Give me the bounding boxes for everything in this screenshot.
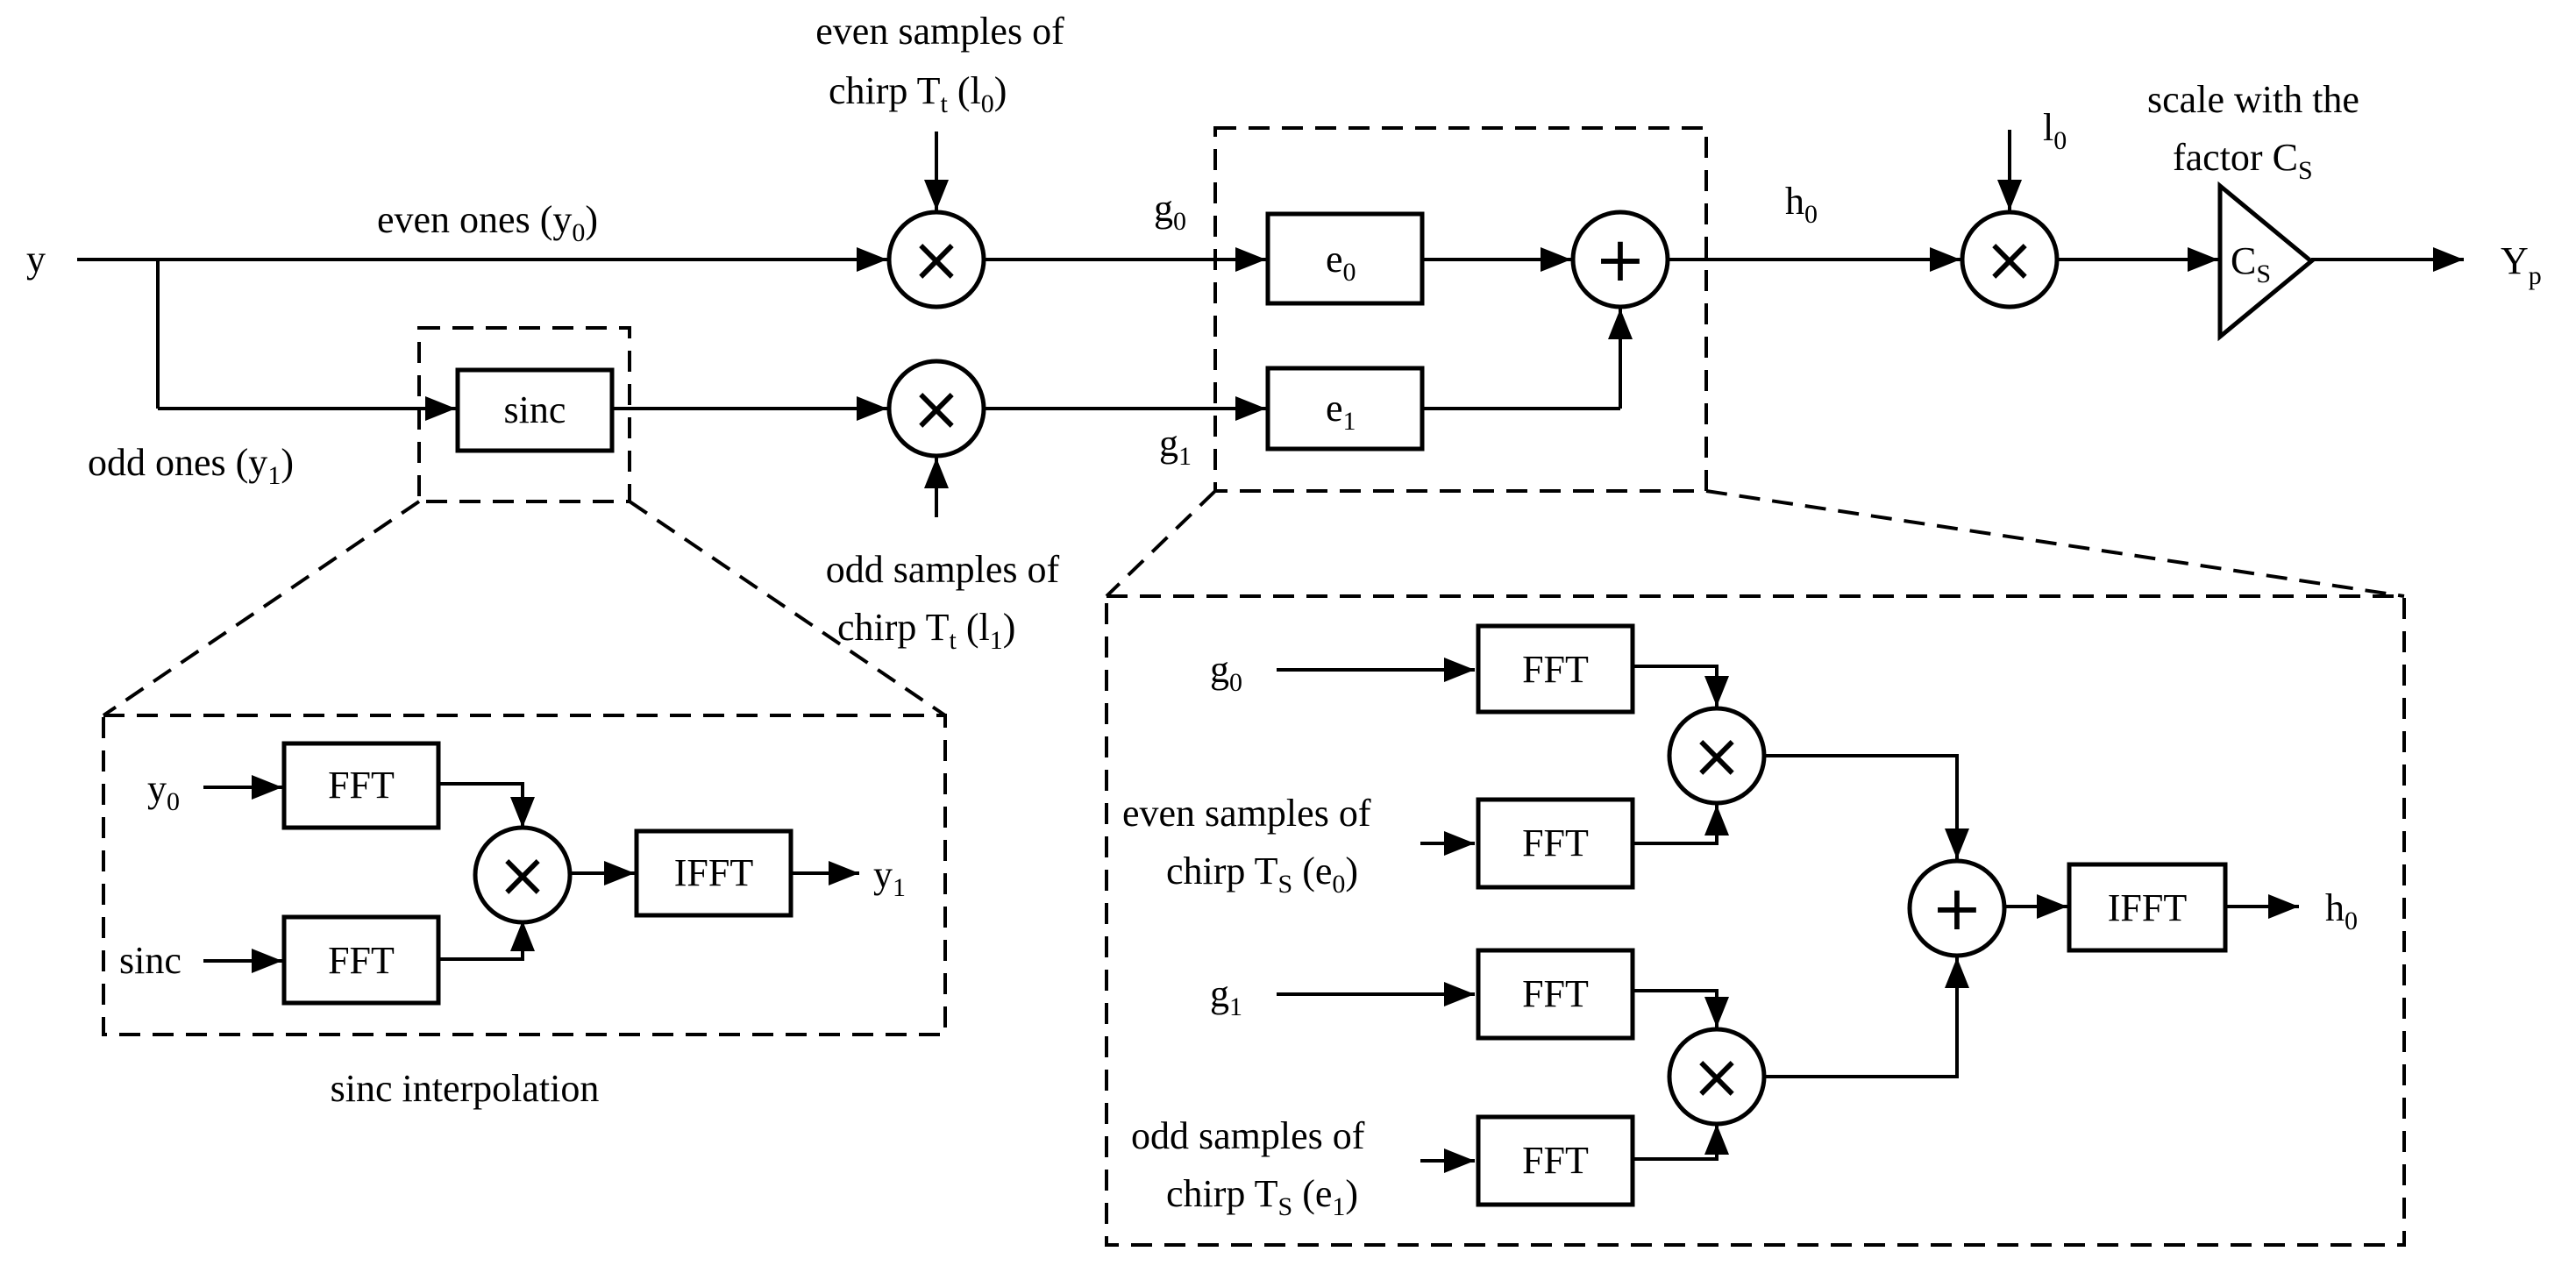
sinc-block bbox=[455, 367, 615, 453]
e-fft-label-2: FFT bbox=[1522, 821, 1589, 864]
sinc-ifft-label: IFFT bbox=[674, 851, 754, 894]
zoom-line-sinc-right bbox=[628, 500, 947, 717]
odd-samples-mid-label-1: odd samples of bbox=[826, 548, 1060, 591]
e-add-symbol: + bbox=[1932, 872, 1983, 944]
sinc-fft-block-1 bbox=[281, 741, 441, 830]
e-fft-label-1: FFT bbox=[1522, 648, 1589, 691]
e-fft1-to-mult-line bbox=[1633, 665, 1729, 707]
odd-ts-label-1: odd samples of bbox=[1131, 1114, 1365, 1157]
sinc-fft2-to-mult-line bbox=[438, 921, 535, 961]
e-fft4-to-mult-line bbox=[1633, 1124, 1729, 1161]
e0-block bbox=[1265, 211, 1425, 306]
even-ones-label: even ones (y0) bbox=[377, 198, 598, 247]
sinc-fft-block-2 bbox=[281, 914, 441, 1006]
even-ts-label-1: even samples of bbox=[1122, 792, 1371, 835]
multiply-symbol-1: × bbox=[911, 224, 963, 295]
e0-block-label: e0 bbox=[1326, 238, 1356, 287]
e-mult-upper-to-add-line bbox=[1764, 754, 1969, 859]
multiply-symbol-3: × bbox=[1984, 224, 2036, 295]
sinc-input-label: sinc bbox=[119, 939, 181, 982]
scale-label-1: scale with the bbox=[2147, 78, 2359, 121]
scale-label-2: factor CS bbox=[2173, 136, 2313, 185]
y0-input-label: y0 bbox=[147, 767, 180, 816]
zoom-line-e-left bbox=[1105, 489, 1217, 598]
cs-scale-label: CS bbox=[2231, 239, 2271, 288]
sinc-fft1-to-mult-line bbox=[438, 782, 535, 828]
even-ts-label-2: chirp TS (e0) bbox=[1166, 850, 1358, 899]
even-samples-top-label-2: chirp Tt (l0) bbox=[829, 69, 1007, 118]
cs-scale-amplifier bbox=[2217, 181, 2315, 342]
e-mult-lower-to-add-line bbox=[1764, 957, 1969, 1078]
zoom-line-sinc-left bbox=[102, 500, 421, 717]
odd-samples-mid-label-2: chirp Tt (l1) bbox=[837, 606, 1015, 655]
sinc-fft-label-2: FFT bbox=[328, 939, 395, 982]
e-dashed-group bbox=[1213, 126, 1708, 493]
e-fft-block-1 bbox=[1476, 623, 1635, 715]
sinc-interpolation-caption: sinc interpolation bbox=[331, 1067, 600, 1110]
e-fft-block-3 bbox=[1476, 948, 1635, 1041]
sinc-dashed-group bbox=[417, 326, 631, 503]
e-fft3-to-mult-line bbox=[1633, 989, 1729, 1028]
g1-top-label: g1 bbox=[1159, 422, 1192, 471]
g0-top-label: g0 bbox=[1154, 187, 1186, 236]
g1-input-label: g1 bbox=[1210, 972, 1242, 1021]
input-label: y bbox=[26, 238, 46, 281]
zoom-line-e-right bbox=[1705, 489, 2405, 598]
e-fft2-to-mult-line bbox=[1633, 805, 1729, 845]
add-symbol-top: + bbox=[1595, 224, 1647, 295]
e-fft-label-3: FFT bbox=[1522, 972, 1589, 1015]
sinc-interpolation-group bbox=[102, 714, 947, 1036]
h0-top-label: h0 bbox=[1785, 180, 1818, 229]
multiply-symbol-2: × bbox=[911, 373, 963, 444]
e-detail-group bbox=[1105, 594, 2406, 1247]
e1-block-label: e1 bbox=[1326, 387, 1356, 436]
sinc-fft-label-1: FFT bbox=[328, 764, 395, 807]
e1-block bbox=[1265, 366, 1425, 452]
y1-output-label: y1 bbox=[873, 853, 906, 902]
l0-top-label: l0 bbox=[2043, 106, 2067, 155]
e-multiply-symbol-lower: × bbox=[1691, 1041, 1743, 1113]
e-fft-block-2 bbox=[1476, 797, 1635, 890]
output-label: Yp bbox=[2501, 239, 2542, 290]
odd-ts-label-2: chirp TS (e1) bbox=[1166, 1172, 1358, 1221]
e-fft-label-4: FFT bbox=[1522, 1139, 1589, 1182]
h0-output-label: h0 bbox=[2325, 886, 2358, 935]
odd-ones-label: odd ones (y1) bbox=[88, 441, 294, 490]
even-samples-top-label-1: even samples of bbox=[815, 10, 1064, 53]
sinc-multiply-symbol: × bbox=[497, 839, 549, 911]
sinc-block-label: sinc bbox=[504, 388, 566, 431]
g0-input-label: g0 bbox=[1210, 648, 1242, 697]
e-multiply-symbol-upper: × bbox=[1691, 720, 1743, 792]
e-ifft-label: IFFT bbox=[2108, 886, 2188, 929]
